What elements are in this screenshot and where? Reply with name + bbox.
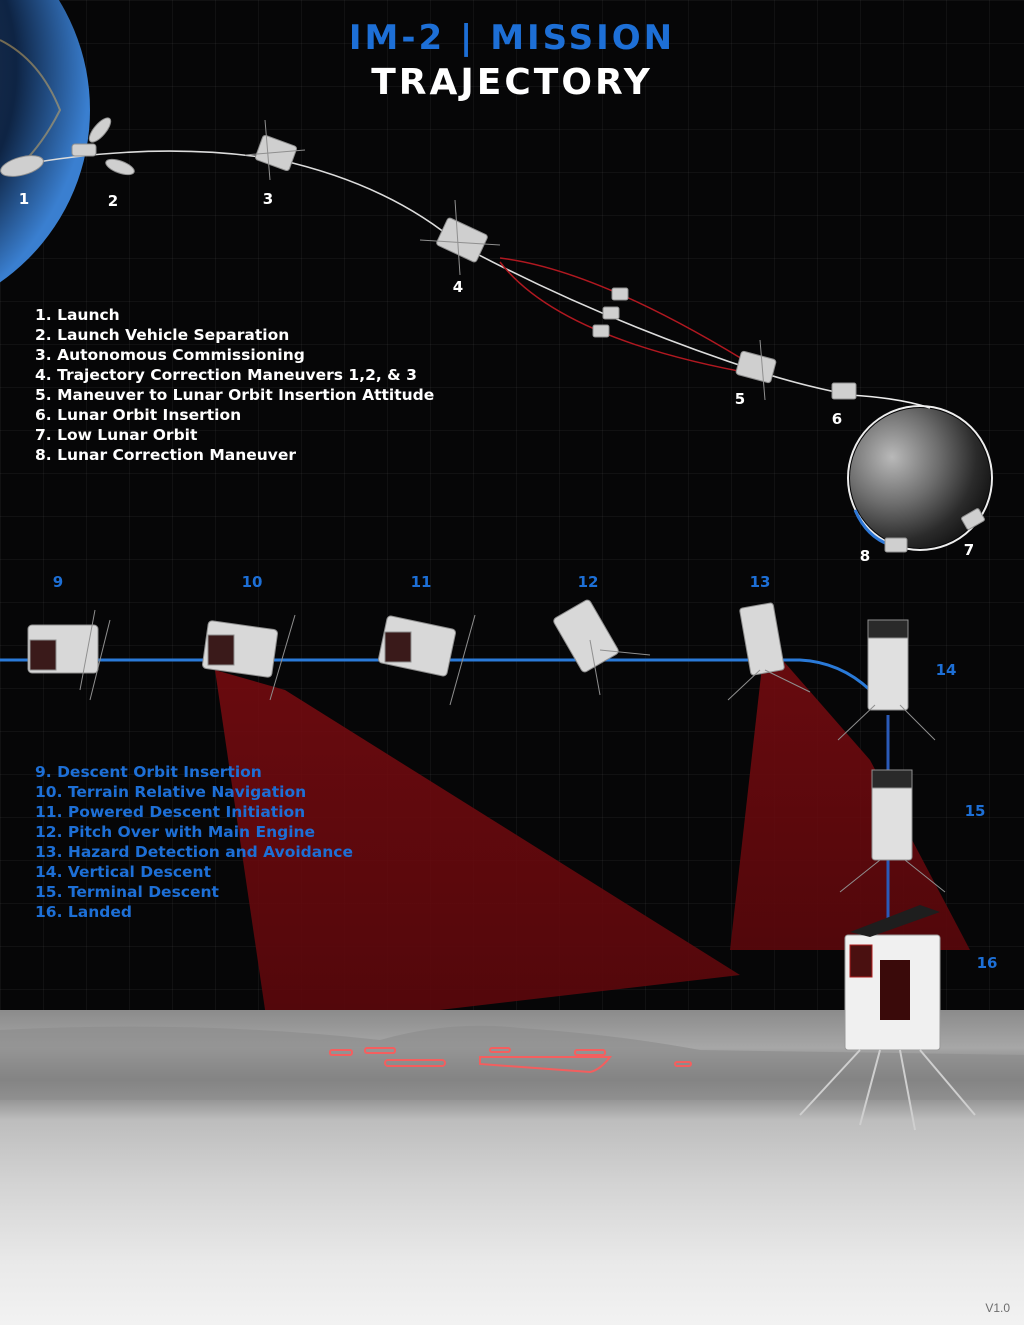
descent-phase-legend: 9. Descent Orbit Insertion 10. Terrain R… (35, 762, 353, 922)
step-label-2: 2 (107, 192, 119, 210)
lunar-hill (0, 1025, 1024, 1100)
legend-item: 12. Pitch Over with Main Engine (35, 823, 316, 841)
orbit-entry-line (849, 394, 931, 409)
legend-item: 11. Powered Descent Initiation (35, 803, 306, 821)
legend-item: 13. Hazard Detection and Avoidance (35, 843, 353, 861)
legend-item: 16. Landed (35, 903, 132, 921)
lander-icon-step-10 (202, 614, 296, 701)
legend-item: 6. Lunar Orbit Insertion (35, 406, 242, 424)
legend-item: 5. Maneuver to Lunar Orbit Insertion Att… (35, 386, 435, 404)
lander-icon-step-11 (378, 614, 476, 706)
step-label-15: 15 (964, 802, 986, 820)
moon (847, 405, 993, 551)
step-label-14: 14 (935, 661, 957, 679)
trn-sensor-cone (215, 670, 740, 1030)
legend-item: 3. Autonomous Commissioning (35, 346, 305, 364)
lander-icon-step-6 (831, 382, 857, 400)
legend-item: 10. Terrain Relative Navigation (35, 783, 307, 801)
space-phase-legend: 1. Launch 2. Launch Vehicle Separation 3… (35, 305, 434, 465)
lander-icon-step-7 (961, 508, 985, 530)
lander-icon-step-8 (884, 537, 908, 553)
hazard-detection-outlines (329, 1047, 692, 1074)
lander-icon-step-14 (837, 619, 936, 741)
lander-icon-step-12 (553, 599, 651, 696)
descent-trajectory-line (0, 658, 872, 692)
launch-vehicle-fairing-icon (0, 155, 44, 177)
step-label-13: 13 (749, 573, 771, 591)
step-label-12: 12 (577, 573, 599, 591)
legend-item: 2. Launch Vehicle Separation (35, 326, 290, 344)
title-line-2: TRAJECTORY (371, 62, 653, 103)
step-label-8: 8 (859, 547, 871, 565)
lander-icon-tcm (592, 287, 629, 338)
step-label-3: 3 (262, 190, 274, 208)
step-label-1: 1 (18, 190, 30, 208)
step-label-4: 4 (452, 278, 464, 296)
landed-lander-icon (799, 905, 976, 1131)
step-label-11: 11 (410, 573, 432, 591)
legend-item: 4. Trajectory Correction Maneuvers 1,2, … (35, 366, 417, 384)
step-label-5: 5 (734, 390, 746, 408)
separation-icon (71, 117, 135, 176)
step-label-9: 9 (52, 573, 64, 591)
lander-icon-step-3 (244, 119, 306, 181)
legend-item: 9. Descent Orbit Insertion (35, 763, 262, 781)
step-label-10: 10 (241, 573, 263, 591)
lander-icon-step-13 (727, 602, 811, 701)
step-label-6: 6 (831, 410, 843, 428)
title-line-1: IM-2 | MISSION (348, 18, 676, 58)
legend-item: 14. Vertical Descent (35, 863, 211, 881)
step-label-7: 7 (963, 541, 975, 559)
legend-item: 1. Launch (35, 306, 120, 324)
legend-item: 15. Terminal Descent (35, 883, 219, 901)
lander-icon-step-4 (419, 199, 501, 276)
lander-icon-step-9 (27, 609, 111, 701)
lander-icon-step-5 (735, 339, 777, 401)
version-label: V1.0 (985, 1301, 1010, 1315)
lander-icon-step-15 (839, 769, 946, 893)
legend-item: 7. Low Lunar Orbit (35, 426, 198, 444)
hazard-sensor-cone (730, 640, 970, 950)
step-label-16: 16 (976, 954, 998, 972)
legend-item: 8. Lunar Correction Maneuver (35, 446, 297, 464)
